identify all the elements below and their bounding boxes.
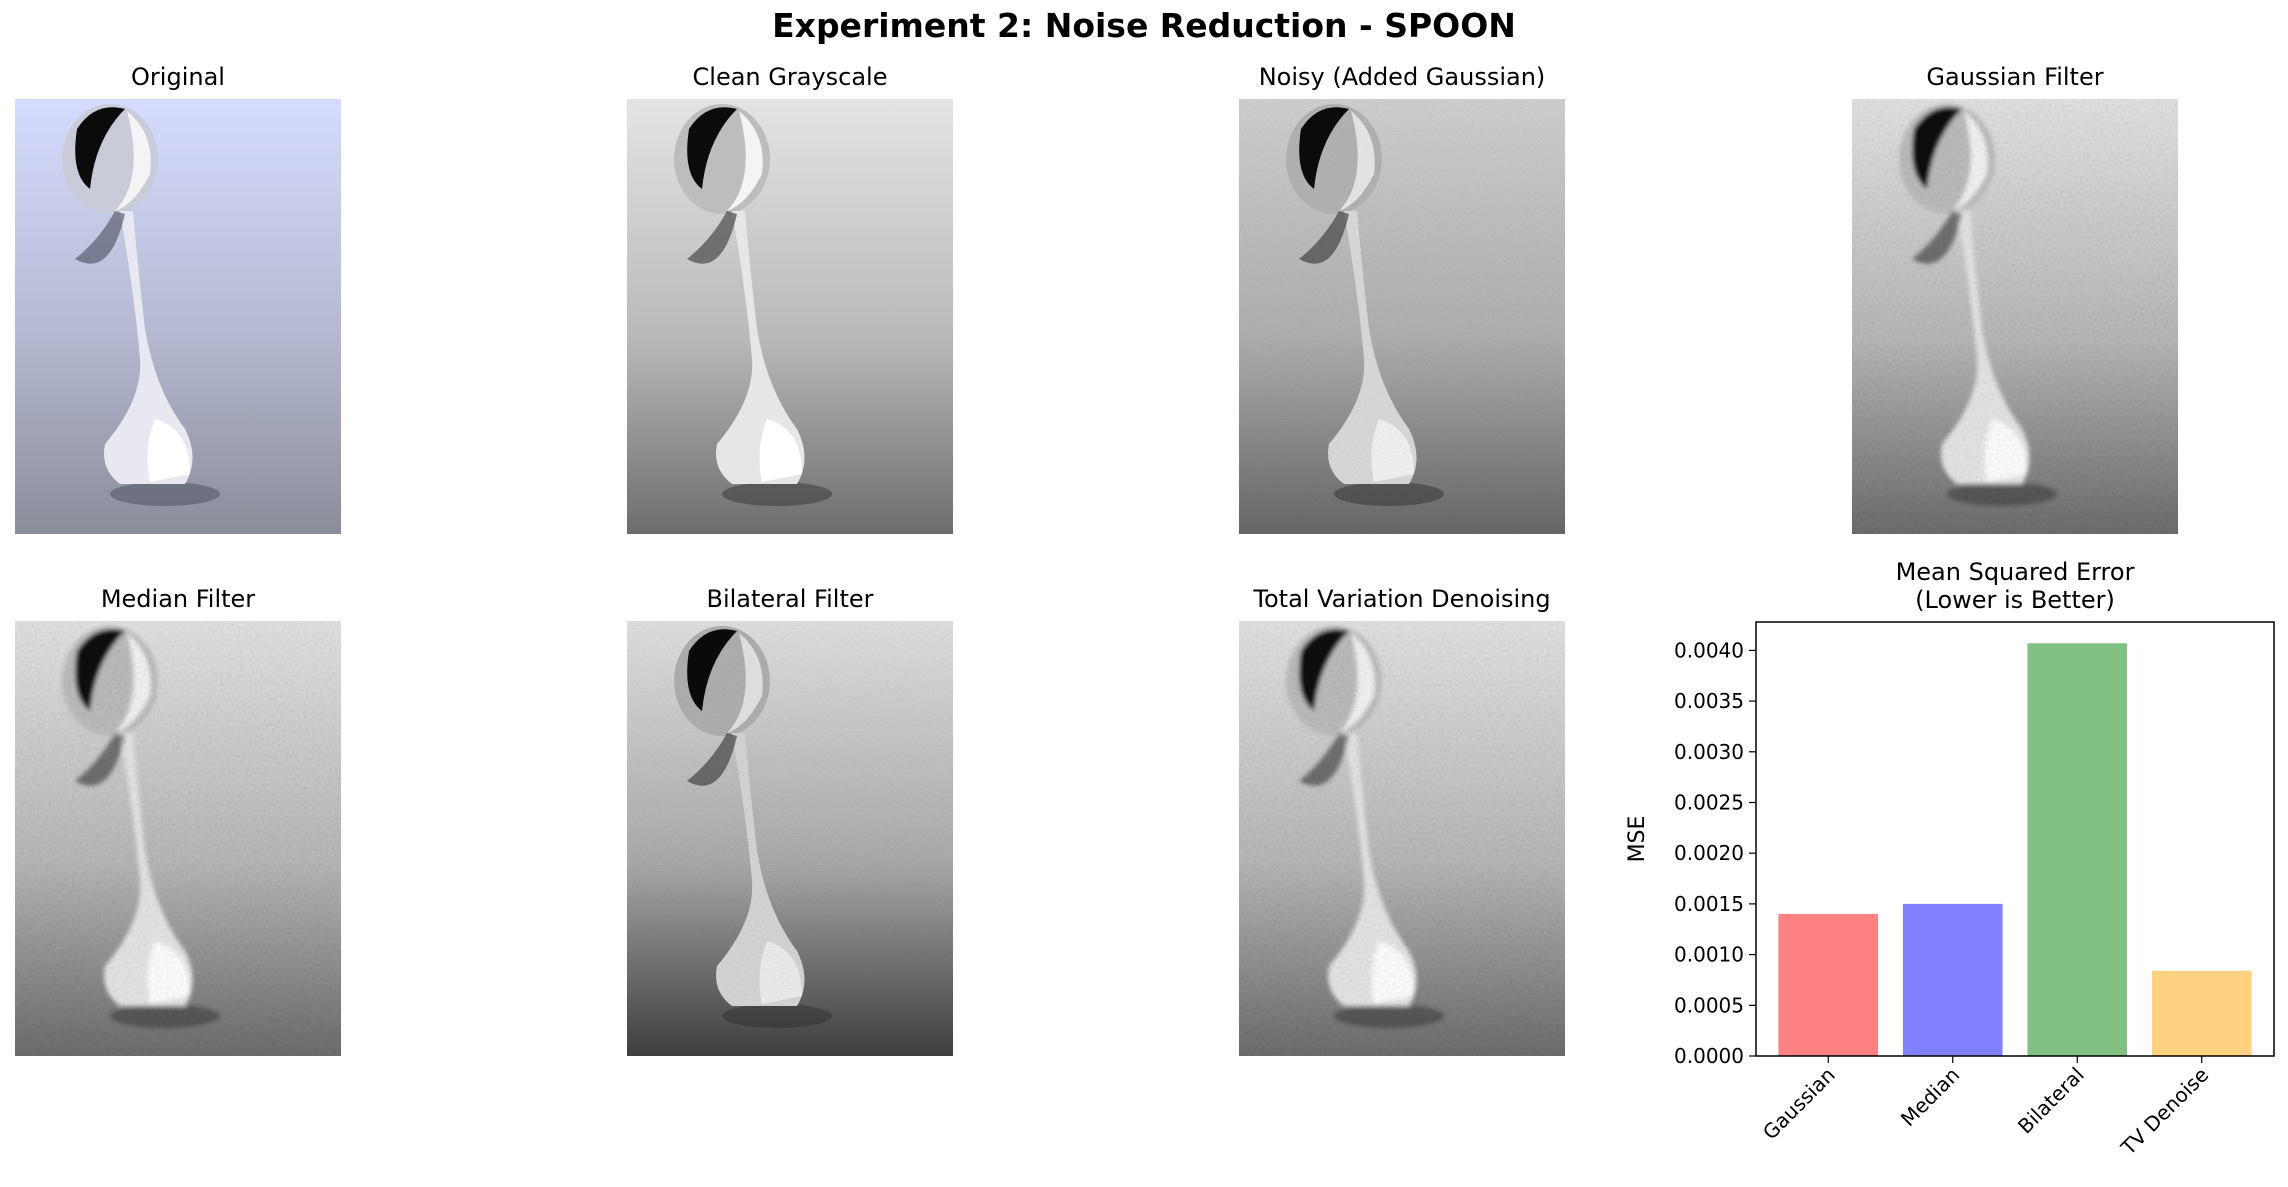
chart-title-line: Mean Squared Error — [1896, 558, 2135, 586]
y-axis-label: MSE — [1625, 816, 1650, 863]
spoon-image-median — [15, 621, 341, 1056]
panel-title: Median Filter — [100, 585, 256, 613]
x-tick-label: Median — [1896, 1063, 1964, 1131]
chart-title-line: (Lower is Better) — [1915, 586, 2115, 614]
panel-title: Original — [131, 63, 225, 91]
bar-bilateral — [2027, 643, 2128, 1056]
panel-title: Noisy (Added Gaussian) — [1258, 63, 1546, 91]
y-tick-label: 0.0025 — [1674, 790, 1744, 814]
mse-chart: Mean Squared Error(Lower is Better) 0.000… — [1620, 555, 2288, 1183]
y-tick-label: 0.0000 — [1674, 1044, 1744, 1068]
y-tick-label: 0.0015 — [1674, 892, 1744, 916]
spoon-image-gaussian — [1852, 99, 2178, 534]
x-tick-label: Bilateral — [2013, 1063, 2089, 1139]
plot-frame — [1755, 621, 2275, 1057]
y-tick-label: 0.0010 — [1674, 943, 1744, 967]
bar-tv-denoise — [2151, 970, 2252, 1056]
spoon-image-noisy — [1239, 99, 1565, 534]
y-tick-label: 0.0005 — [1674, 993, 1744, 1017]
bar-gaussian — [1778, 914, 1879, 1056]
y-tick-label: 0.0035 — [1674, 689, 1744, 713]
panel-title: Gaussian Filter — [1926, 63, 2104, 91]
panel-title: Total Variation Denoising — [1253, 585, 1551, 613]
x-tick-label: Gaussian — [1758, 1063, 1840, 1145]
y-tick-label: 0.0040 — [1674, 638, 1744, 662]
mse-bar-chart: Mean Squared Error(Lower is Better) 0.000… — [1625, 558, 2275, 1161]
spoon-image-bilateral — [627, 621, 953, 1056]
figure-title: Experiment 2: Noise Reduction - SPOON — [772, 6, 1516, 45]
spoon-image-clean — [627, 99, 953, 534]
x-tick-label: TV Denoise — [2116, 1063, 2214, 1161]
y-tick-label: 0.0030 — [1674, 740, 1744, 764]
spoon-image-original — [15, 99, 341, 534]
panel-title: Clean Grayscale — [692, 63, 888, 91]
y-tick-label: 0.0020 — [1674, 841, 1744, 865]
panel-title: Bilateral Filter — [706, 585, 874, 613]
spoon-image-tv — [1239, 621, 1565, 1056]
bar-median — [1902, 903, 2003, 1056]
